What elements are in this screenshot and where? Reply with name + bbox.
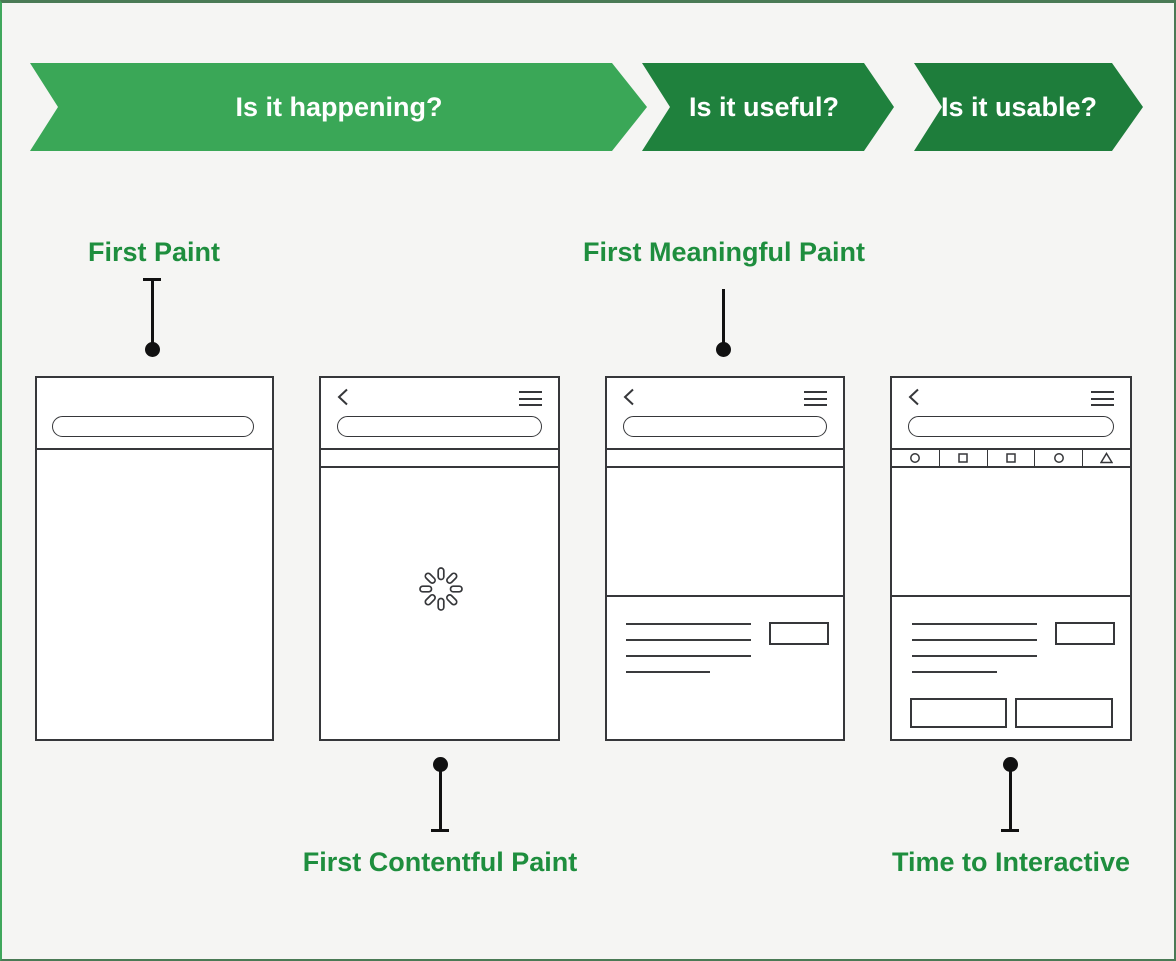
search-bar-pill <box>52 416 254 437</box>
bottom-button-placeholder <box>1015 698 1113 728</box>
first-paint-label: First Paint <box>87 237 221 267</box>
phone-frame-time-to-interactive <box>890 376 1132 741</box>
text-line <box>912 655 1037 657</box>
text-line <box>626 655 751 657</box>
stage-label-usable: Is it usable? <box>940 92 1098 122</box>
hero-image-placeholder <box>607 468 843 597</box>
back-arrow-icon <box>337 388 348 406</box>
back-arrow-icon <box>623 388 634 406</box>
stage-label-happening: Is it happening? <box>235 92 443 122</box>
stage-label-useful: Is it useful? <box>688 92 840 122</box>
triangle-icon <box>1100 452 1114 464</box>
text-line <box>912 623 1037 625</box>
stage-chevron-happening <box>30 63 647 151</box>
first-contentful-paint-label: First Contentful Paint <box>302 847 578 877</box>
bottom-button-placeholder <box>910 698 1007 728</box>
spinner-icon <box>419 567 463 611</box>
loading-page-body <box>321 468 558 739</box>
menu-icon <box>519 391 542 406</box>
icon-toolbar-strip <box>892 450 1130 468</box>
text-line <box>626 671 710 673</box>
back-arrow-icon <box>908 388 919 406</box>
text-line <box>912 671 997 673</box>
article-content-body <box>892 597 1130 739</box>
stage-chevron-usable <box>914 63 1143 151</box>
first-meaningful-paint-label: First Meaningful Paint <box>582 237 866 267</box>
circle-icon <box>910 453 921 463</box>
action-button-placeholder <box>1055 622 1115 645</box>
text-line <box>626 623 751 625</box>
phone-frame-first-meaningful-paint <box>605 376 845 741</box>
square-icon <box>958 453 968 463</box>
phone-frame-first-contentful-paint <box>319 376 560 741</box>
stage-banner <box>30 63 1143 151</box>
search-bar-pill <box>623 416 827 437</box>
action-button-placeholder <box>769 622 829 645</box>
time-to-interactive-label: Time to Interactive <box>891 847 1131 877</box>
menu-icon <box>1091 391 1114 406</box>
circle-icon <box>1053 453 1064 463</box>
empty-toolbar-strip <box>321 450 558 468</box>
search-bar-pill <box>337 416 542 437</box>
hero-image-placeholder <box>892 468 1130 597</box>
text-line <box>912 639 1037 641</box>
stage-chevron-useful <box>642 63 894 151</box>
text-line <box>626 639 751 641</box>
search-bar-pill <box>908 416 1114 437</box>
phone-frame-first-paint <box>35 376 274 741</box>
article-content-body <box>607 597 843 739</box>
square-icon <box>1006 453 1016 463</box>
empty-toolbar-strip <box>607 450 843 468</box>
menu-icon <box>804 391 827 406</box>
blank-page-body <box>37 450 272 739</box>
